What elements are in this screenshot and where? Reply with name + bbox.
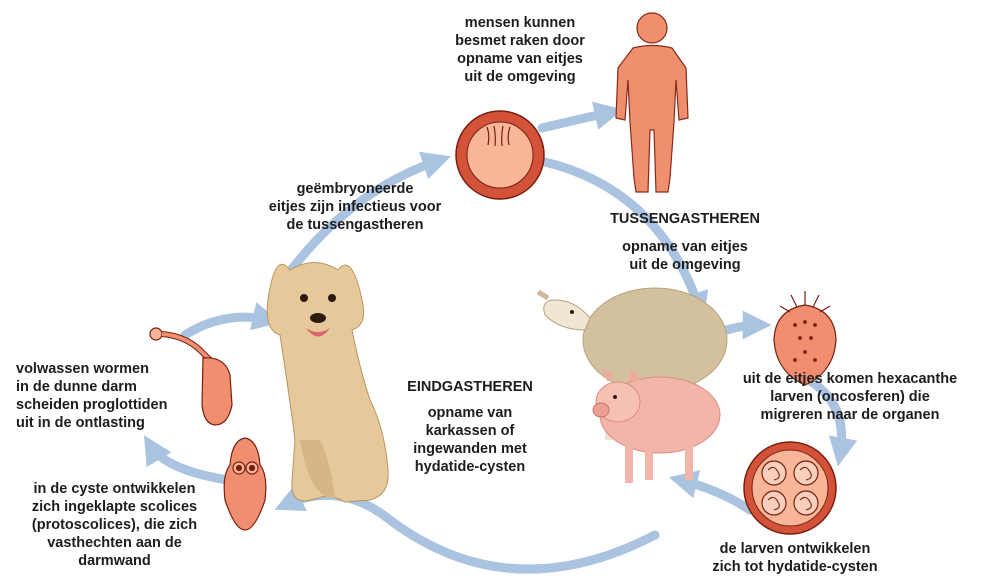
human-infection-label: mensen kunnen besmet raken door opname v… bbox=[420, 14, 620, 86]
adult-worms-label: volwassen wormen in de dunne darm scheid… bbox=[16, 360, 216, 432]
arrow-egg-to-sheep bbox=[545, 162, 700, 310]
arrow-egg-to-human bbox=[542, 112, 612, 128]
human-silhouette-icon bbox=[616, 13, 688, 192]
intermediate-intake-label: opname van eitjes uit de omgeving bbox=[600, 238, 770, 274]
larvae-hatch-label: uit de eitjes komen hexacanthe larven (o… bbox=[720, 370, 980, 424]
arrow-worm-to-dog bbox=[185, 317, 270, 335]
cysts-label: de larven ontwikkelen zich tot hydatide-… bbox=[690, 540, 900, 576]
definitive-hosts-title: EINDGASTHEREN bbox=[385, 378, 555, 396]
arrow-bottom-to-protoscolex bbox=[285, 495, 655, 569]
definitive-intake-label: opname van karkassen of ingewanden met h… bbox=[390, 404, 550, 476]
protoscolex-icon bbox=[224, 438, 266, 530]
dog-image bbox=[267, 263, 388, 503]
hydatid-cyst-icon bbox=[744, 442, 836, 534]
arrow-cyst-to-pig bbox=[680, 480, 750, 510]
pig-image bbox=[593, 368, 720, 483]
scolices-label: in de cyste ontwikkelen zich ingeklapte … bbox=[2, 480, 227, 570]
embryonated-eggs-label: geëmbryoneerde eitjes zijn infectieus vo… bbox=[240, 180, 470, 234]
arrow-protoscolex-to-worm bbox=[150, 445, 228, 480]
intermediate-hosts-title: TUSSENGASTHEREN bbox=[590, 210, 780, 228]
